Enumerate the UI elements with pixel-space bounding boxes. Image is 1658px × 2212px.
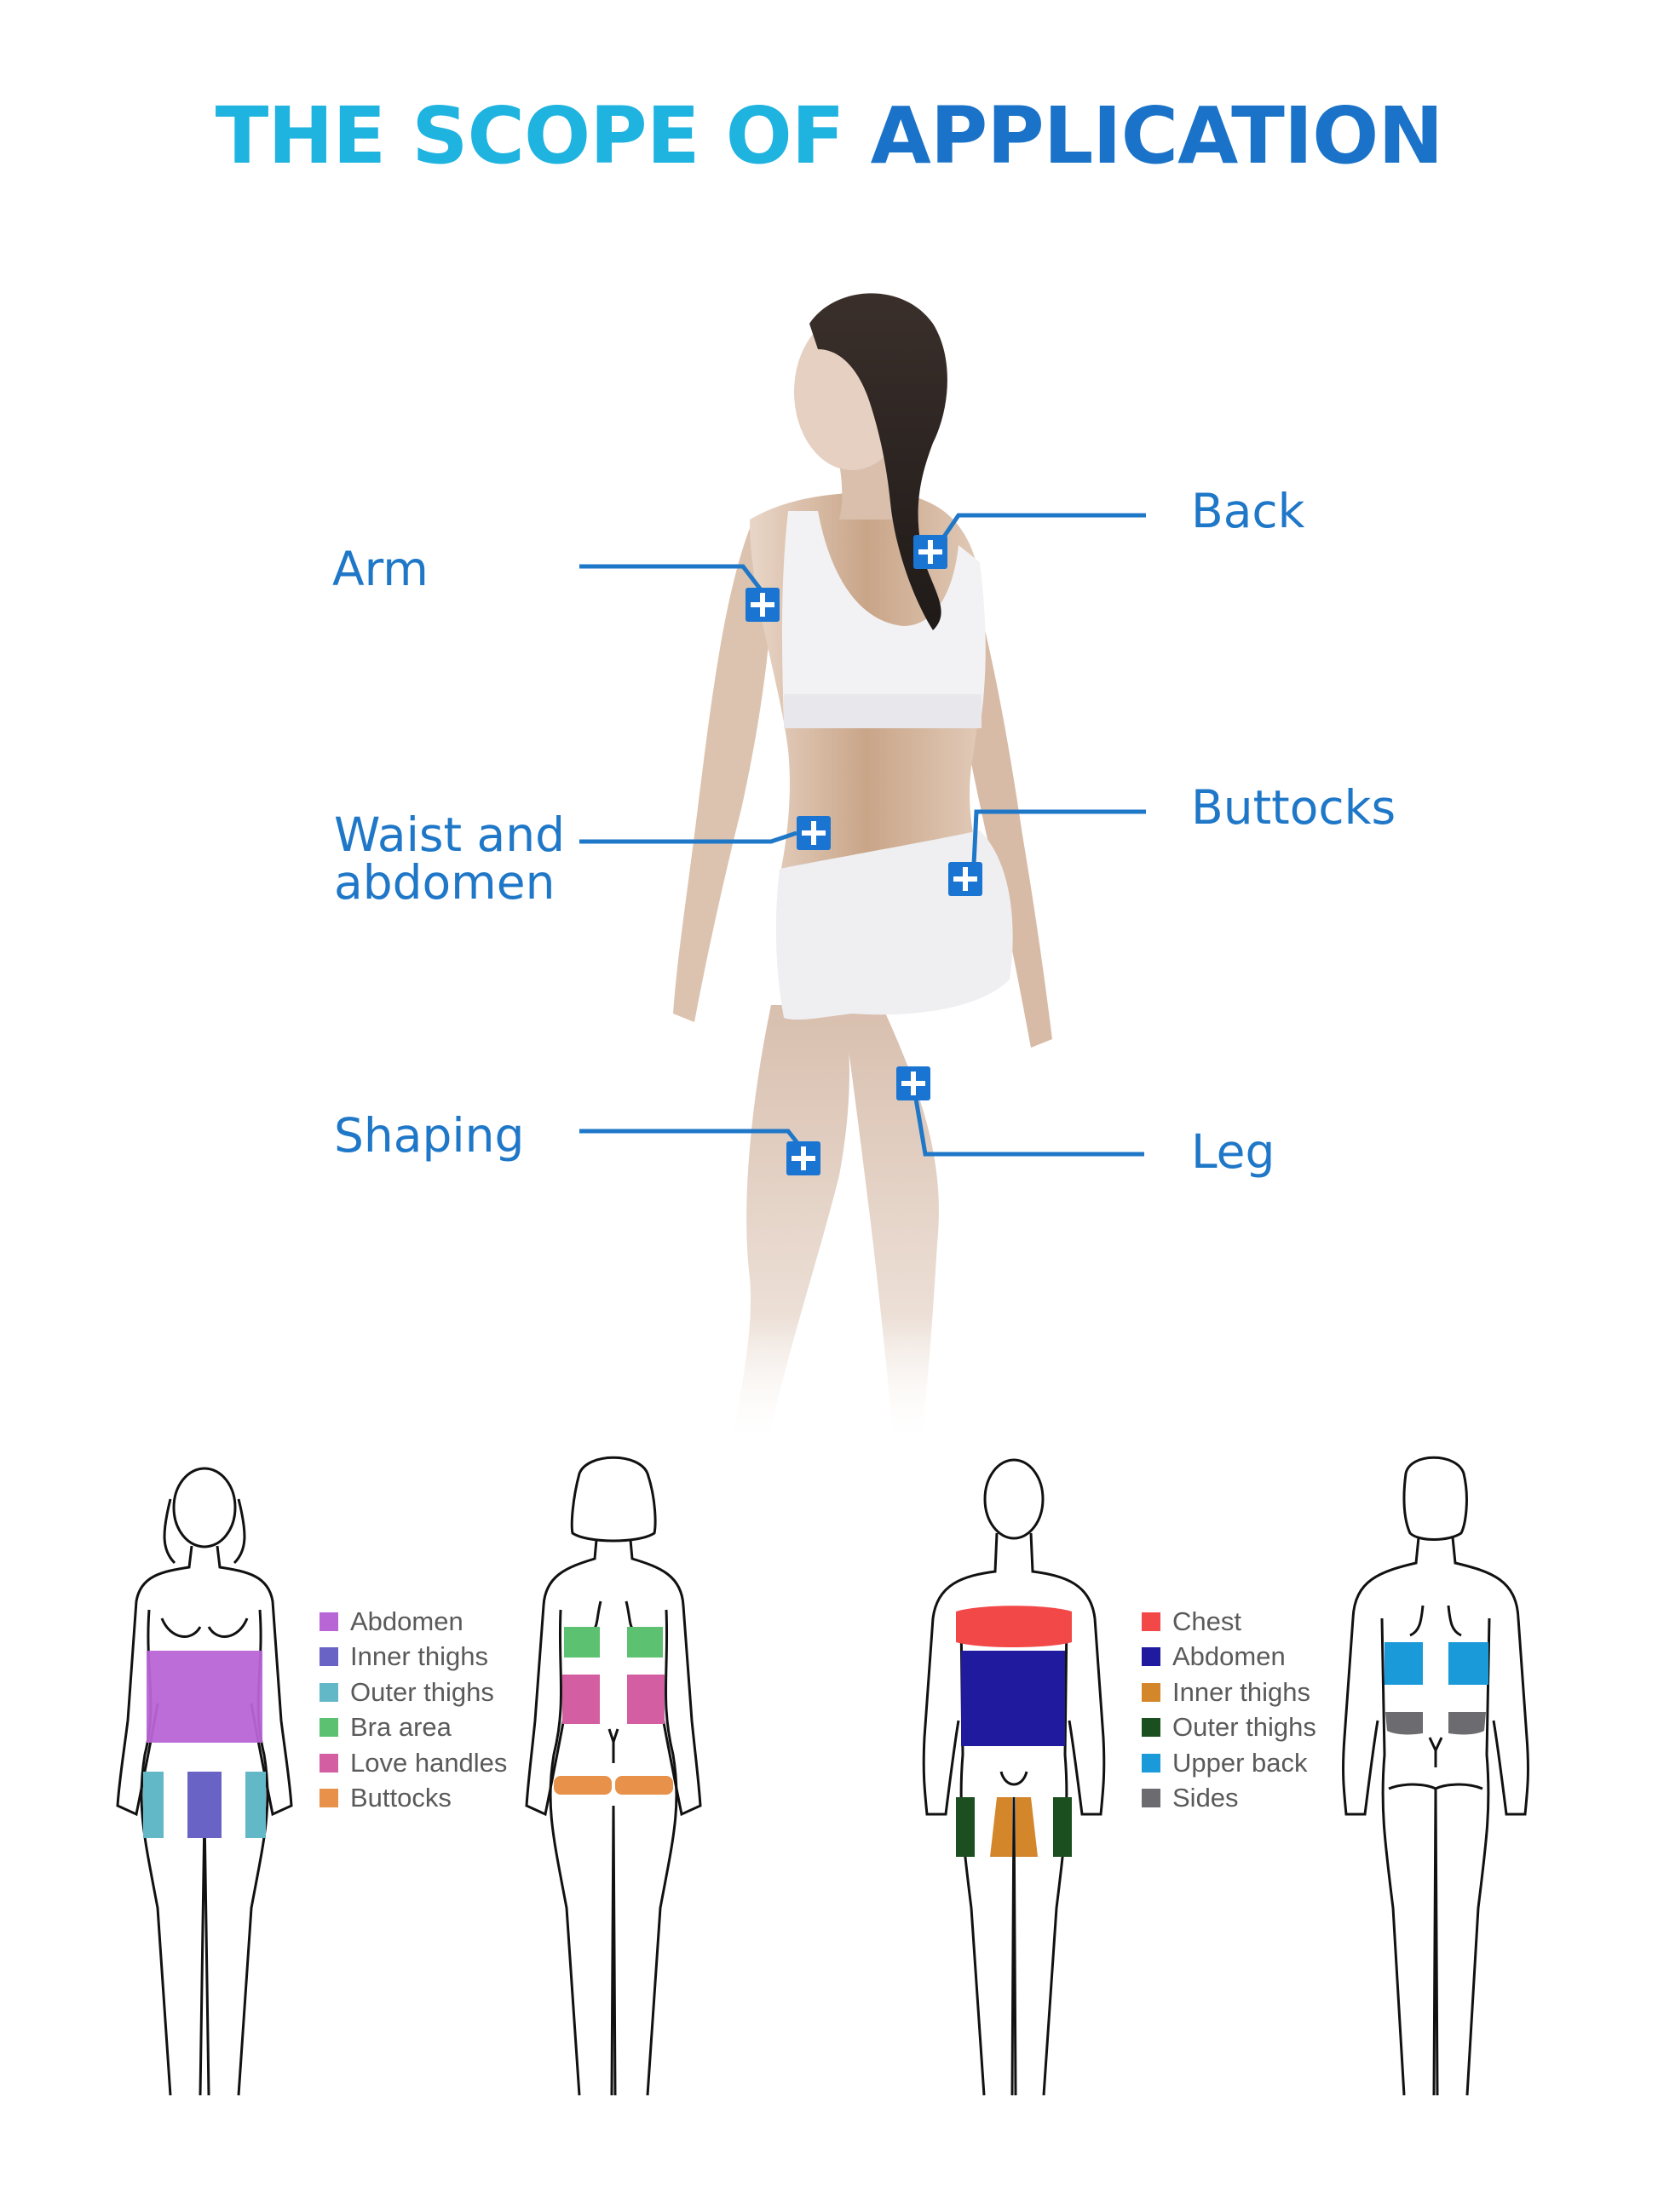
shaping-callout-line	[579, 1129, 799, 1145]
back-plus-icon[interactable]	[913, 535, 947, 569]
leg-callout-line	[913, 1098, 1144, 1157]
buttocks-plus-icon[interactable]	[948, 862, 982, 896]
buttocks-callout-line	[971, 809, 1146, 865]
callout-label-back: Back	[1191, 484, 1305, 538]
male-front-figure	[922, 1458, 1106, 2096]
title-part-1: THE SCOPE OF	[215, 90, 871, 181]
leg-plus-icon[interactable]	[896, 1066, 930, 1100]
swatch-icon	[320, 1789, 338, 1808]
female-legend-item: Inner thighs	[320, 1640, 507, 1675]
female-back-figure	[525, 1456, 702, 2096]
waist-plus-icon[interactable]	[797, 816, 831, 850]
callout-label-leg: Leg	[1191, 1124, 1275, 1179]
hero-figure-area: Arm Back Waist and abdomen Buttocks Shap…	[0, 256, 1658, 1465]
female-legend-item: Buttocks	[320, 1781, 507, 1817]
swatch-icon	[1142, 1789, 1160, 1808]
arm-callout-line	[579, 564, 764, 594]
callout-label-waist: Waist and abdomen	[334, 811, 565, 906]
female-legend-item: Bra area	[320, 1710, 507, 1746]
swatch-icon	[320, 1718, 338, 1738]
male-legend-item: Upper back	[1142, 1745, 1316, 1781]
title-part-2: APPLICATION	[870, 90, 1444, 181]
body-zone-diagrams: Abdomen Inner thighs Outer thighs Bra ar…	[0, 1439, 1658, 2121]
callout-label-waist-line1: Waist and	[334, 807, 566, 862]
swatch-icon	[1142, 1718, 1160, 1738]
female-front-figure	[116, 1467, 293, 2096]
arm-plus-icon[interactable]	[746, 588, 780, 622]
male-legend: Chest Abdomen Inner thighs Outer thighs …	[1142, 1604, 1316, 1816]
swatch-icon	[1142, 1612, 1160, 1631]
female-legend-item: Love handles	[320, 1745, 507, 1781]
female-legend-item: Outer thighs	[320, 1675, 507, 1710]
male-back-figure	[1342, 1456, 1529, 2096]
female-legend-item: Abdomen	[320, 1604, 507, 1640]
callout-label-buttocks: Buttocks	[1191, 780, 1396, 835]
male-legend-item: Outer thighs	[1142, 1710, 1316, 1746]
swatch-icon	[1142, 1753, 1160, 1772]
swatch-icon	[1142, 1647, 1160, 1667]
shaping-plus-icon[interactable]	[786, 1141, 820, 1175]
swatch-icon	[320, 1682, 338, 1702]
swatch-icon	[1142, 1682, 1160, 1702]
back-callout-line	[941, 513, 1146, 538]
page-title: THE SCOPE OF APPLICATION	[0, 89, 1658, 183]
male-legend-item: Sides	[1142, 1781, 1316, 1817]
male-legend-item: Abdomen	[1142, 1640, 1316, 1675]
callout-label-arm: Arm	[332, 542, 429, 596]
female-legend: Abdomen Inner thighs Outer thighs Bra ar…	[320, 1604, 507, 1816]
swatch-icon	[320, 1753, 338, 1772]
callout-label-shaping: Shaping	[334, 1108, 525, 1163]
male-legend-item: Chest	[1142, 1604, 1316, 1640]
callout-label-waist-line2: abdomen	[334, 855, 556, 910]
swatch-icon	[320, 1612, 338, 1631]
male-legend-item: Inner thighs	[1142, 1675, 1316, 1710]
swatch-icon	[320, 1647, 338, 1667]
callout-lines	[579, 513, 1146, 1157]
waist-callout-line	[579, 830, 797, 844]
